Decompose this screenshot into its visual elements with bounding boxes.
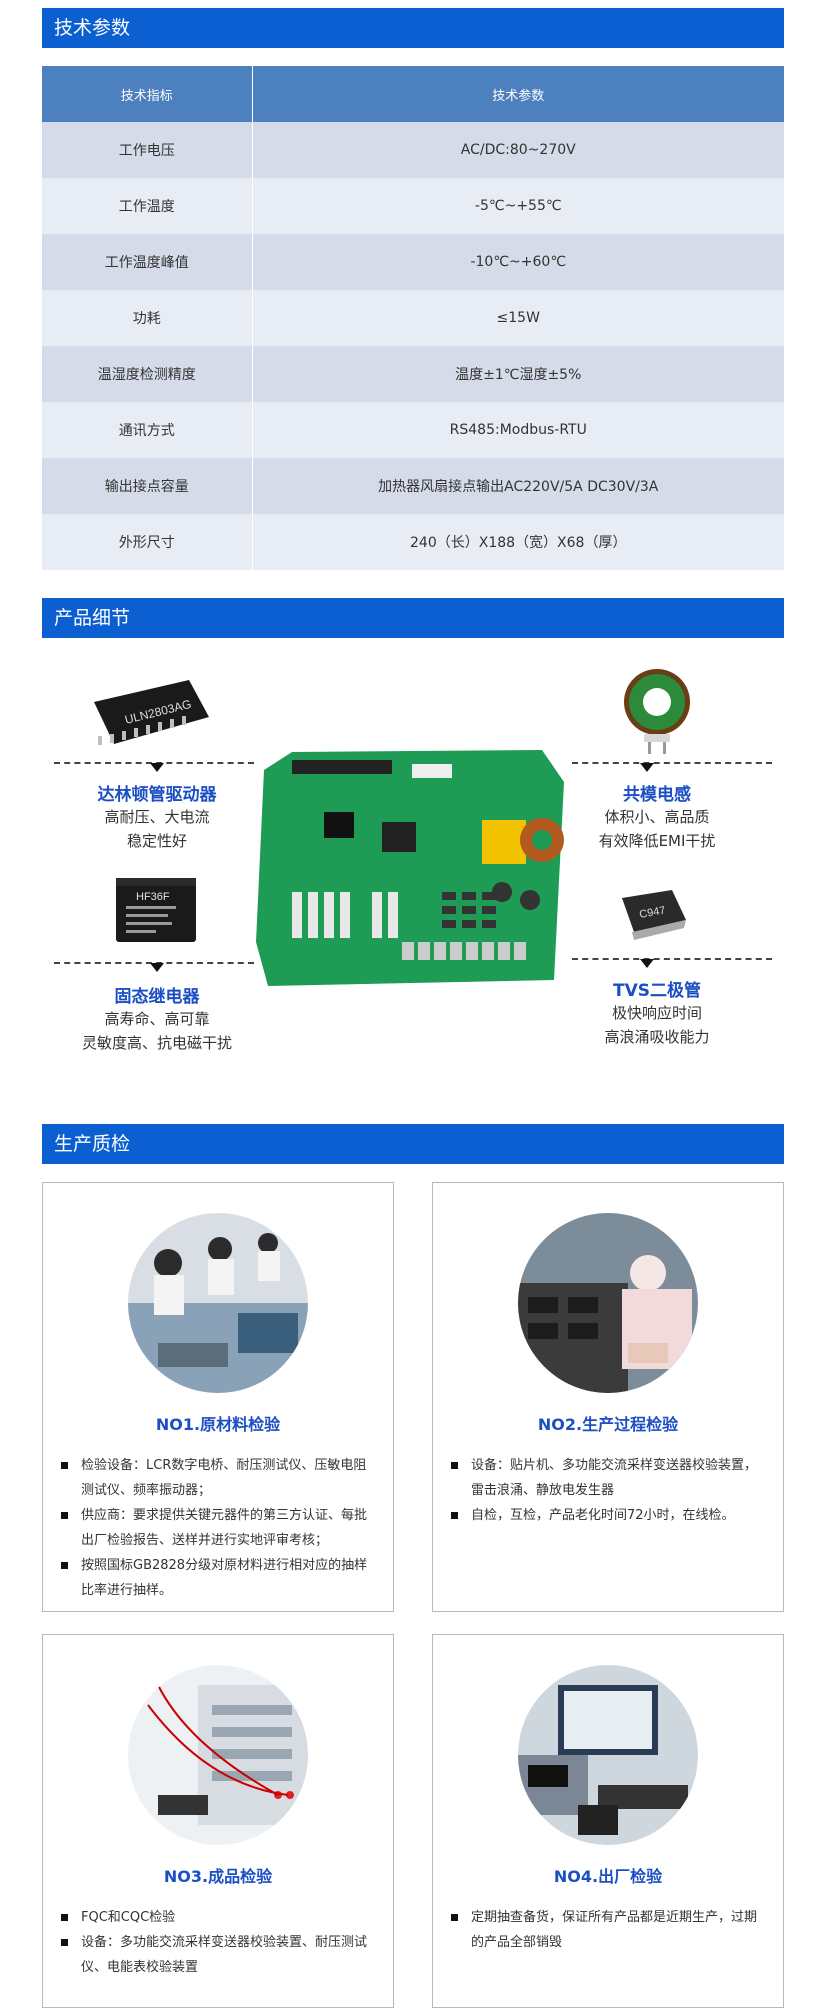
component-darlington: 达林顿管驱动器 高耐压、大电流 稳定性好 bbox=[52, 776, 262, 853]
spec-label: 工作温度峰值 bbox=[42, 234, 253, 290]
list-item: 定期抽查备货，保证所有产品都是近期生产，过期的产品全部销毁 bbox=[449, 1905, 769, 1955]
qc-card-process: NO2.生产过程检验 设备：贴片机、多功能交流采样变送器校验装置，雷击浪涌、静放… bbox=[432, 1182, 784, 1612]
component-tvs: TVS二极管 极快响应时间 高浪涌吸收能力 bbox=[552, 972, 762, 1049]
list-item: 按照国标GB2828分级对原材料进行相对应的抽样比率进行抽样。 bbox=[59, 1553, 379, 1603]
component-relay: 固态继电器 高寿命、高可靠 灵敏度高、抗电磁干扰 bbox=[52, 978, 262, 1055]
table-row: 温湿度检测精度温度±1℃湿度±5% bbox=[42, 346, 784, 402]
spec-value: AC/DC:80~270V bbox=[252, 122, 784, 178]
spec-label: 外形尺寸 bbox=[42, 514, 253, 570]
component-name: TVS二极管 bbox=[613, 981, 701, 1001]
table-row: 输出接点容量加热器风扇接点输出AC220V/5A DC30V/3A bbox=[42, 458, 784, 514]
spec-label: 工作电压 bbox=[42, 122, 253, 178]
qc-card-outgoing: NO4.出厂检验 定期抽查备货，保证所有产品都是近期生产，过期的产品全部销毁 bbox=[432, 1634, 784, 2008]
list-item: 设备：贴片机、多功能交流采样变送器校验装置，雷击浪涌、静放电发生器 bbox=[449, 1453, 769, 1503]
spec-header-indicator: 技术指标 bbox=[42, 66, 253, 122]
table-row: 工作温度-5℃~+55℃ bbox=[42, 178, 784, 234]
spec-value: -10℃~+60℃ bbox=[252, 234, 784, 290]
qc-card-raw-material: NO1.原材料检验 检验设备：LCR数字电桥、耐压测试仪、压敏电阻测试仪、频率振… bbox=[42, 1182, 394, 1612]
spec-value: ≤15W bbox=[252, 290, 784, 346]
qc-item-list: 设备：贴片机、多功能交流采样变送器校验装置，雷击浪涌、静放电发生器 自检，互检，… bbox=[433, 1435, 783, 1528]
component-desc: 高耐压、大电流 bbox=[104, 808, 210, 826]
spec-label: 温湿度检测精度 bbox=[42, 346, 253, 402]
spec-label: 功耗 bbox=[42, 290, 253, 346]
test-equipment-photo-icon bbox=[128, 1665, 308, 1845]
list-item: 检验设备：LCR数字电桥、耐压测试仪、压敏电阻测试仪、频率振动器； bbox=[59, 1453, 379, 1503]
spec-value: 加热器风扇接点输出AC220V/5A DC30V/3A bbox=[252, 458, 784, 514]
component-desc: 稳定性好 bbox=[126, 832, 187, 850]
qc-photo-raw-material bbox=[128, 1213, 308, 1393]
qc-card-title: NO2.生产过程检验 bbox=[537, 1415, 679, 1434]
qc-item-list: 定期抽查备货，保证所有产品都是近期生产，过期的产品全部销毁 bbox=[433, 1887, 783, 1955]
list-item: 供应商：要求提供关键元器件的第三方认证、每批出厂检验报告、送样并进行实地评审考核… bbox=[59, 1503, 379, 1553]
spec-value: 240（长）X188（宽）X68（厚） bbox=[252, 514, 784, 570]
qc-photo-outgoing bbox=[518, 1665, 698, 1845]
qc-card-finished: NO3.成品检验 FQC和CQC检验 设备：多功能交流采样变送器校验装置、耐压测… bbox=[42, 1634, 394, 2008]
component-desc: 高寿命、高可靠 bbox=[104, 1010, 210, 1028]
factory-photo-icon bbox=[128, 1213, 308, 1393]
relay-text: HF36F bbox=[136, 891, 170, 903]
spec-table-header-row: 技术指标 技术参数 bbox=[42, 66, 784, 122]
spec-value: -5℃~+55℃ bbox=[252, 178, 784, 234]
list-item: 设备：多功能交流采样变送器校验装置、耐压测试仪、电能表校验装置 bbox=[59, 1930, 379, 1980]
tvs-chip-text: C947 bbox=[638, 905, 666, 921]
specs-section-title: 技术参数 bbox=[54, 17, 131, 39]
component-name: 共模电感 bbox=[623, 785, 691, 805]
component-desc: 体积小、高品质 bbox=[604, 808, 710, 826]
qc-item-list: 检验设备：LCR数字电桥、耐压测试仪、压敏电阻测试仪、频率振动器； 供应商：要求… bbox=[43, 1435, 393, 1603]
inductor-image bbox=[624, 669, 690, 754]
qc-photo-process bbox=[518, 1213, 698, 1393]
table-row: 工作温度峰值-10℃~+60℃ bbox=[42, 234, 784, 290]
tvs-diode-image: C947 bbox=[622, 890, 686, 940]
driver-chip-image: ULN2803AG bbox=[94, 680, 209, 745]
list-item: FQC和CQC检验 bbox=[59, 1905, 379, 1930]
factory-photo-icon bbox=[518, 1213, 698, 1393]
spec-label: 通讯方式 bbox=[42, 402, 253, 458]
pcb-board-image bbox=[256, 750, 564, 986]
spec-label: 工作温度 bbox=[42, 178, 253, 234]
qc-photo-finished bbox=[128, 1665, 308, 1845]
detail-section-header: 产品细节 bbox=[42, 598, 784, 638]
spec-header-value: 技术参数 bbox=[252, 66, 784, 122]
qc-section-header: 生产质检 bbox=[42, 1124, 784, 1164]
spec-value: 温度±1℃湿度±5% bbox=[252, 346, 784, 402]
qc-item-list: FQC和CQC检验 设备：多功能交流采样变送器校验装置、耐压测试仪、电能表校验装… bbox=[43, 1887, 393, 1980]
detail-section-title: 产品细节 bbox=[54, 607, 131, 629]
spec-value: RS485:Modbus-RTU bbox=[252, 402, 784, 458]
component-name: 固态继电器 bbox=[114, 987, 200, 1007]
component-desc: 有效降低EMI干扰 bbox=[598, 832, 716, 850]
qc-card-title: NO3.成品检验 bbox=[163, 1867, 273, 1886]
component-desc: 灵敏度高、抗电磁干扰 bbox=[81, 1034, 232, 1052]
qc-card-title: NO1.原材料检验 bbox=[155, 1415, 281, 1434]
component-inductor: 共模电感 体积小、高品质 有效降低EMI干扰 bbox=[552, 776, 762, 853]
component-desc: 极快响应时间 bbox=[611, 1004, 702, 1022]
spec-label: 输出接点容量 bbox=[42, 458, 253, 514]
component-name: 达林顿管驱动器 bbox=[97, 785, 217, 805]
qc-card-title: NO4.出厂检验 bbox=[553, 1867, 663, 1886]
product-detail-area: ULN2803AG 达林顿管驱动器 高耐压、大电流 稳定性好 HF36F 固态继… bbox=[42, 650, 784, 1080]
specs-section-header: 技术参数 bbox=[42, 8, 784, 48]
qc-section-title: 生产质检 bbox=[54, 1133, 131, 1155]
test-equipment-photo-icon bbox=[518, 1665, 698, 1845]
table-row: 功耗≤15W bbox=[42, 290, 784, 346]
component-desc: 高浪涌吸收能力 bbox=[604, 1028, 710, 1046]
relay-image: HF36F bbox=[116, 878, 196, 942]
list-item: 自检，互检，产品老化时间72小时，在线检。 bbox=[449, 1503, 769, 1528]
